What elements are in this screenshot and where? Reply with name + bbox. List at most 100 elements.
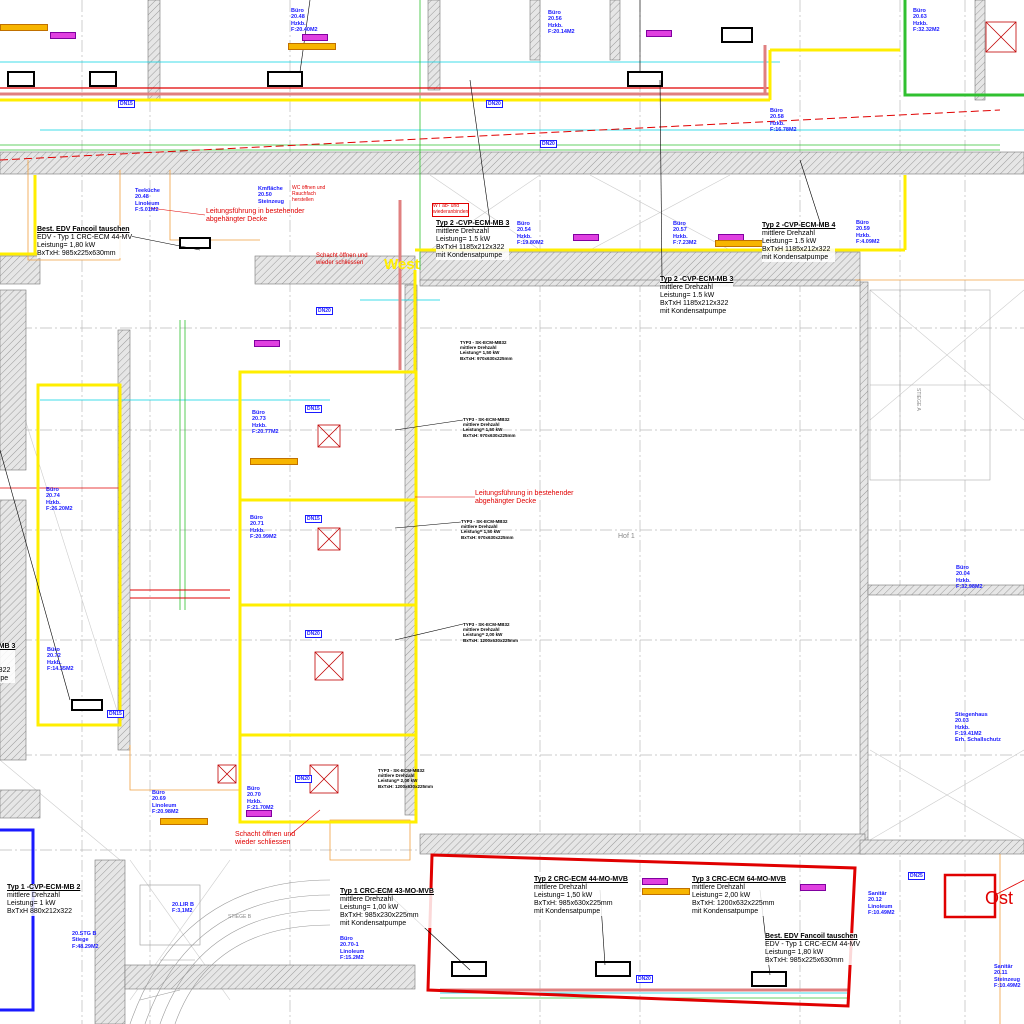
dn-label: DN15 [118, 100, 135, 108]
red-leader-lines [149, 207, 475, 836]
orange-tag [288, 43, 336, 50]
text-line: 20.48 [135, 194, 149, 201]
text-line: Hzkb. [46, 499, 61, 506]
text-line: WT ab- und [433, 203, 460, 209]
text-line: Hzkb. [913, 20, 928, 27]
text-line: F:7.23M2 [673, 239, 697, 246]
text-line: herstellen [292, 196, 314, 203]
text-line: Hzkb. [856, 232, 871, 239]
text-line: TYP3 - SK-ECM-MB32 [463, 622, 510, 627]
magenta-tag [50, 32, 76, 39]
text-line: F:10.49M2 [994, 982, 1021, 989]
text-line: F:16.78M2 [770, 126, 797, 133]
text-line: Hzkb. [252, 422, 267, 429]
green-zone [903, 0, 1024, 97]
text-line: 20.54 [517, 227, 531, 234]
text-line: BxTxH: 970x630x225mm [460, 355, 513, 361]
magenta-tag [642, 878, 668, 885]
orange-tag [715, 240, 763, 247]
text-line: Leistung= 2,00 kW [378, 778, 418, 784]
text-line: Büro [913, 8, 926, 14]
text-line: Büro [548, 10, 561, 16]
text-line: 20.70 [247, 792, 261, 799]
text-line: mit Kondensatpumpe [340, 920, 407, 928]
text-line: F:5.01M2 [135, 206, 159, 213]
courtyard-label: Hof 1 [618, 533, 635, 540]
text-line: Rauchfach [292, 190, 316, 197]
text-line: BxTxH: 985x225x630mm [37, 250, 116, 258]
text-line: mittlere Drehzahl [692, 884, 745, 892]
shaft-ost [943, 873, 997, 919]
text-line: Best. EDV Fancoil tauschen [765, 933, 858, 940]
text-line: EDV - Typ 1 CRC-ECM 44-MV [37, 234, 133, 242]
orange-tag [250, 458, 298, 465]
text-line: 20.48 [291, 14, 305, 21]
text-line: F:20.98M2 [152, 808, 179, 815]
text-line: Teeküche [135, 188, 160, 194]
dn-label: DN15 [305, 405, 322, 413]
text-line: mit Kondensatpumpe [762, 254, 829, 262]
text-line: mittlere Drehzahl [463, 422, 500, 428]
text-line: BxTxH: 970x630x225mm [463, 432, 516, 438]
red-zone [426, 853, 857, 1008]
text-line: Typ 1 CRC-ECM 43-MO-MVB [340, 888, 434, 895]
text-line: Stiegenhaus [955, 712, 988, 718]
text-line: Typ 2 -CVP-ECM-MB 3 [0, 643, 16, 650]
text-line: Büro [956, 565, 969, 571]
text-line: BxTxH: 1200x630x225mm [463, 637, 519, 643]
text-line: TYP3 - SK-ECM-MB32 [463, 417, 510, 422]
text-line: F:19.80M2 [517, 239, 544, 246]
text-line: 20.56 [548, 16, 562, 23]
text-line: BxTxH 1185x212x322 [436, 244, 505, 252]
text-line: 20.57 [673, 227, 687, 234]
dn-label: DN20 [316, 307, 333, 315]
text-line: Büro [47, 647, 60, 653]
text-line: Hzkb. [955, 724, 970, 731]
cassettes [217, 21, 1017, 794]
text-line: Hzkb. [673, 233, 688, 240]
text-line: 20.70-1 [340, 942, 359, 949]
text-line: Sanitär [994, 964, 1013, 970]
text-line: Hzkb. [47, 659, 62, 666]
text-line: Steinzeug [994, 976, 1020, 983]
text-line: BxTxH 1185x212x322 [660, 300, 729, 308]
text-line: Hzkb. [247, 798, 262, 805]
text-line: F:15.2M2 [340, 954, 364, 961]
text-line: BxTxH 1185x212x322 [762, 246, 831, 254]
text-line: mittlere Drehzahl [534, 884, 587, 892]
text-line: mittlere Drehzahl [378, 773, 415, 779]
text-line: abgehängter Decke [206, 216, 268, 224]
text-line: Leitungsführung in bestehender [206, 208, 305, 215]
orange-tag [642, 888, 690, 895]
text-line: Leistung= 1,50 kW [534, 892, 593, 900]
text-line: Typ 3 CRC-ECM 64-MO-MVB [692, 876, 786, 883]
text-line: F:21.70M2 [247, 804, 274, 811]
text-line: BxTxH 1185x212x322 [0, 667, 11, 675]
text-line: Büro [250, 515, 263, 521]
text-line: F:14.35M2 [47, 665, 74, 672]
text-line: BxTxH: 1200x630x225mm [378, 783, 434, 789]
text-line: 20.03 [955, 718, 969, 725]
text-line: Linoleum [868, 903, 893, 910]
text-line: WC öffnen und [292, 185, 326, 191]
text-line: 20.12 [868, 897, 882, 904]
magenta-tag [573, 234, 599, 241]
text-line: F:20.40M2 [291, 26, 318, 33]
text-line: Büro [856, 220, 869, 226]
